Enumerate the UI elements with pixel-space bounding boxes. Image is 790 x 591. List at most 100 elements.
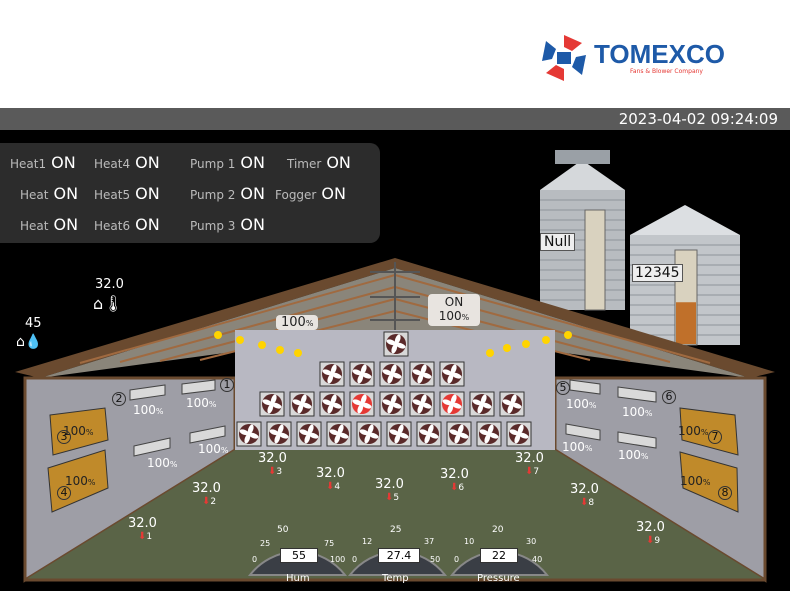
gauge-pressure-value: 22: [480, 548, 518, 563]
thermometer-icon: ⬇: [326, 481, 335, 492]
gauge-temp-label: Temp: [382, 573, 409, 584]
exhaust-fan-2: [319, 361, 345, 387]
roof-inlet-left: 100%: [276, 315, 319, 330]
inlet-pct-3: 100%: [147, 456, 178, 470]
gauge-pressure: 20 0 10 30 40 22 Pressure: [454, 525, 543, 584]
top-bar: [0, 108, 790, 130]
exhaust-fan-10: [349, 391, 375, 417]
inlet-number-6: 6: [662, 390, 676, 404]
temp-sensor-7: 32.0⬇7: [515, 451, 544, 477]
gauge-temp-value: 27.4: [378, 548, 420, 563]
thermometer-icon: ⬇: [580, 497, 589, 508]
silo-right-level: [676, 302, 696, 344]
inlet-number-3: 3: [57, 430, 71, 444]
exhaust-fan-21: [386, 421, 412, 447]
silo-left-graphic: [540, 150, 625, 311]
exhaust-fan-1: [383, 331, 409, 357]
exhaust-fan-13: [439, 391, 465, 417]
temp-sensor-4: 32.0⬇4: [316, 466, 345, 492]
inlet-pct-2: 100%: [186, 396, 217, 410]
exhaust-fan-7: [259, 391, 285, 417]
gauge-temp: 25 0 12 37 50 27.4 Temp: [352, 525, 441, 584]
inlet-number-4: 4: [57, 486, 71, 500]
thermometer-icon: ⬇: [525, 466, 534, 477]
brand-logo: TOMEXCO Fans & Blower Company: [538, 33, 738, 83]
inlet-pct-7: 100%: [562, 440, 593, 454]
inlet-pct-8: 100%: [618, 448, 649, 462]
brand-name: TOMEXCO: [594, 39, 725, 69]
temp-sensor-6: 32.0⬇6: [440, 467, 469, 493]
exhaust-fan-9: [319, 391, 345, 417]
gauge-pressure-label: Pressure: [477, 573, 520, 584]
inlet-number-8: 8: [718, 486, 732, 500]
silo-left-label: Null: [540, 233, 576, 251]
inlet-number-5: 5: [556, 381, 570, 395]
thermometer-icon: ⬇: [202, 496, 211, 507]
inlet-number-2: 2: [112, 392, 126, 406]
silo-right-label: 12345: [632, 264, 683, 282]
exhaust-fan-12: [409, 391, 435, 417]
exhaust-fan-15: [499, 391, 525, 417]
brand-tagline: Fans & Blower Company: [630, 68, 703, 75]
temp-sensor-9: 32.0⬇9: [636, 520, 665, 546]
inlet-number-1: 1: [220, 378, 234, 392]
gauge-hum-label: Hum: [286, 573, 310, 584]
exhaust-fan-24: [476, 421, 502, 447]
datetime: 2023-04-02 09:24:09: [618, 110, 778, 128]
exhaust-fan-25: [506, 421, 532, 447]
inlet-pct-1: 100%: [133, 403, 164, 417]
outside-temp: 32.0: [95, 277, 124, 292]
exhaust-fan-18: [296, 421, 322, 447]
logo-icon: [542, 35, 586, 81]
exhaust-fan-grid: [236, 331, 532, 447]
temp-sensor-3: 32.0⬇3: [258, 451, 287, 477]
inlet-pct-4: 100%: [198, 442, 229, 456]
exhaust-fan-17: [266, 421, 292, 447]
exhaust-fan-8: [289, 391, 315, 417]
lamp-icons: [214, 331, 572, 357]
temp-sensor-5: 32.0⬇5: [375, 477, 404, 503]
thermometer-icon: ⬇: [450, 482, 459, 493]
barn-scene: [0, 130, 790, 591]
gauge-hum-value: 55: [280, 548, 318, 563]
exhaust-fan-19: [326, 421, 352, 447]
temp-sensor-2: 32.0⬇2: [192, 481, 221, 507]
inlet-pct-5: 100%: [566, 397, 597, 411]
exhaust-fan-3: [349, 361, 375, 387]
temp-sensor-8: 32.0⬇8: [570, 482, 599, 508]
exhaust-fan-5: [409, 361, 435, 387]
exhaust-fan-23: [446, 421, 472, 447]
inlet-pct-10: 100%: [65, 474, 96, 488]
thermometer-icon: ⬇: [646, 535, 655, 546]
thermometer-icon: ⬇: [385, 492, 394, 503]
exhaust-fan-20: [356, 421, 382, 447]
exhaust-fan-22: [416, 421, 442, 447]
inlet-pct-12: 100%: [680, 474, 711, 488]
temp-sensor-1: 32.0⬇1: [128, 516, 157, 542]
inlet-number-7: 7: [708, 430, 722, 444]
thermometer-icon: ⬇: [138, 531, 147, 542]
exhaust-fan-16: [236, 421, 262, 447]
gauge-hum: 50 0 25 75 100 55 Hum: [252, 525, 346, 584]
inlet-pct-11: 100%: [678, 424, 709, 438]
outside-humidity: 45: [25, 316, 42, 331]
humidity-house-icon: ⌂💧: [16, 334, 43, 350]
exhaust-fan-14: [469, 391, 495, 417]
thermometer-house-icon: ⌂🌡: [93, 294, 124, 313]
exhaust-fan-4: [379, 361, 405, 387]
exhaust-fan-11: [379, 391, 405, 417]
thermometer-icon: ⬇: [268, 466, 277, 477]
inlet-pct-6: 100%: [622, 405, 653, 419]
